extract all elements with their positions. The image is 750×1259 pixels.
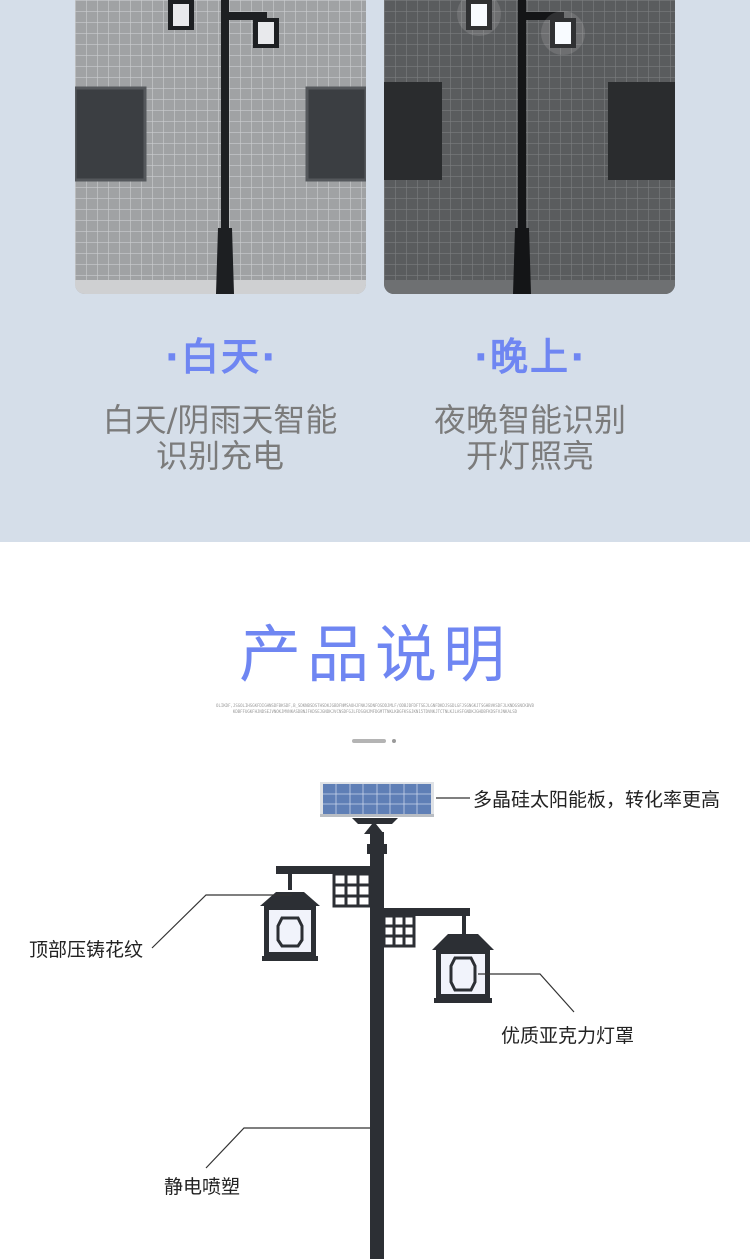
powder-coating-label: 静电喷塑: [164, 1176, 241, 1198]
product-diagram: 多晶硅太阳能板，转化率更高 顶部压铸花纹 优质亚克力灯罩 静电喷塑: [0, 760, 750, 1259]
night-mode-title: ·晚上·: [473, 335, 587, 379]
street-lamp-illustration: [151, 782, 575, 1259]
night-desc-line-2: 开灯照亮: [465, 437, 594, 475]
day-desc-line-2: 识别充电: [155, 437, 284, 475]
pager-active-bar: [352, 739, 386, 743]
day-mode-title: ·白天·: [164, 335, 278, 379]
day-desc-line-1: 白天/阴雨天智能: [102, 401, 338, 439]
left-lantern: [260, 892, 320, 961]
pager-dot: [392, 739, 396, 743]
section-title: 产品说明: [238, 618, 511, 691]
day-mode-description: 白天/阴雨天智能 识别充电: [60, 402, 380, 474]
nighttime-photo: [384, 0, 675, 294]
daytime-photo: [75, 0, 366, 294]
acrylic-shade-label: 优质亚克力灯罩: [501, 1025, 635, 1047]
day-night-band: ·白天· ·晚上· 白天/阴雨天智能 识别充电 夜晚智能识别 开灯照亮: [0, 0, 750, 542]
night-mode-description: 夜晚智能识别 开灯照亮: [370, 402, 690, 474]
section-subtitle: OLIKDF,JSGOLIHSGKFDIGHNSDFBKSDF,B_SDKNBS…: [216, 703, 534, 714]
night-desc-line-1: 夜晚智能识别: [433, 401, 626, 439]
top-pattern-label: 顶部压铸花纹: [29, 939, 144, 961]
right-lantern: [432, 934, 494, 1003]
solar-panel-label: 多晶硅太阳能板，转化率更高: [473, 789, 721, 811]
solar-panel-graphic: [320, 782, 434, 817]
pager-indicator: [352, 738, 402, 744]
